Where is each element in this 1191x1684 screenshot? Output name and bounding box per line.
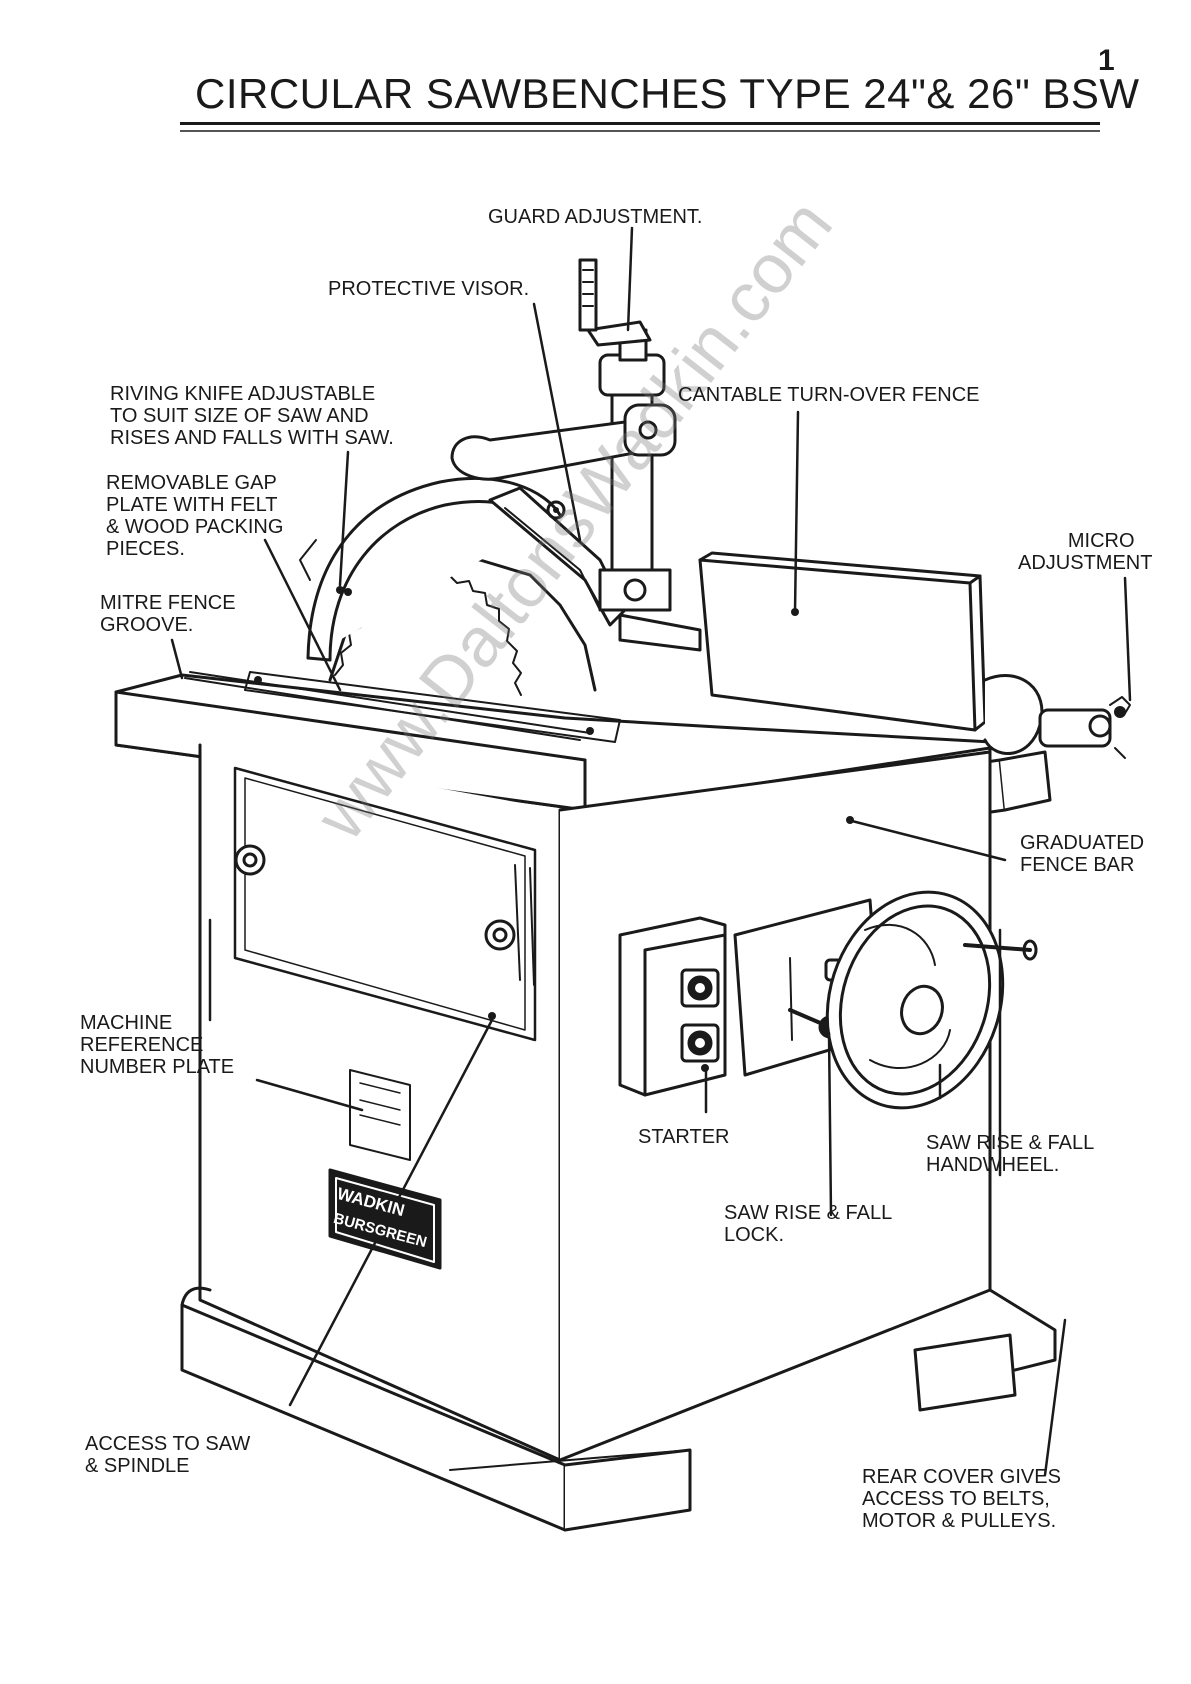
label-handwheel-line-2: HANDWHEEL. xyxy=(926,1154,1060,1176)
label-lock-line-1: SAW RISE & FALL xyxy=(724,1202,893,1224)
label-access-saw-line-1: ACCESS TO SAW xyxy=(85,1433,251,1455)
page-number: 1 xyxy=(1098,44,1115,77)
label-micro-adjustment-line-1: MICRO xyxy=(1067,530,1135,552)
leader-lines xyxy=(170,226,1132,1477)
label-access-saw: ACCESS TO SAW & SPINDLE xyxy=(85,1433,250,1477)
label-riving-knife-line-2: TO SUIT SIZE OF SAW AND xyxy=(110,405,369,427)
label-gap-plate: REMOVABLE GAP PLATE WITH FELT & WOOD PAC… xyxy=(106,472,283,560)
starter-box xyxy=(618,916,727,1097)
label-rear-cover-line-2: ACCESS TO BELTS, xyxy=(862,1488,1050,1510)
label-riving-knife-line-3: RISES AND FALLS WITH SAW. xyxy=(110,427,394,449)
label-mitre-fence-line-1: MITRE FENCE xyxy=(100,592,236,614)
label-lock-line-2: LOCK. xyxy=(724,1224,785,1246)
label-gap-plate-line-1: REMOVABLE GAP xyxy=(106,472,277,494)
label-gap-plate-line-3: & WOOD PACKING xyxy=(106,516,284,538)
label-machine-ref: MACHINE REFERENCE NUMBER PLATE xyxy=(80,1012,234,1078)
label-gap-plate-line-4: PIECES. xyxy=(106,538,185,560)
label-handwheel-line-1: SAW RISE & FALL xyxy=(926,1132,1095,1154)
title-underline-secondary xyxy=(180,130,1100,132)
label-mitre-fence-line-2: GROOVE. xyxy=(100,614,194,636)
label-cantable-fence: CANTABLE TURN-OVER FENCE xyxy=(678,384,980,406)
label-gap-plate-line-2: PLATE WITH FELT xyxy=(106,494,278,516)
label-micro-adjustment: MICRO ADJUSTMENT xyxy=(1018,530,1152,574)
label-rear-cover: REAR COVER GIVES ACCESS TO BELTS, MOTOR … xyxy=(862,1466,1061,1532)
label-rise-fall-lock: SAW RISE & FALL LOCK. xyxy=(724,1202,892,1246)
label-graduated-fence-bar: GRADUATED FENCE BAR xyxy=(1020,832,1144,876)
label-graduated-line-1: GRADUATED xyxy=(1020,832,1145,854)
label-rear-cover-line-1: REAR COVER GIVES xyxy=(862,1466,1061,1488)
label-guard-adjustment: GUARD ADJUSTMENT. xyxy=(488,206,703,228)
label-machine-ref-line-1: MACHINE xyxy=(80,1012,173,1034)
micro-adjustment xyxy=(983,674,1131,759)
cabinet xyxy=(180,743,1057,1532)
label-riving-knife: RIVING KNIFE ADJUSTABLE TO SUIT SIZE OF … xyxy=(110,383,394,449)
logo-plate xyxy=(328,1168,442,1270)
label-machine-ref-line-3: NUMBER PLATE xyxy=(80,1056,235,1078)
label-riving-knife-line-1: RIVING KNIFE ADJUSTABLE xyxy=(110,383,376,405)
title-underline xyxy=(180,122,1100,125)
label-protective-visor: PROTECTIVE VISOR. xyxy=(328,278,530,300)
label-micro-adjustment-line-2: ADJUSTMENT xyxy=(1018,552,1153,574)
label-starter: STARTER xyxy=(638,1126,730,1148)
label-graduated-line-2: FENCE BAR xyxy=(1020,854,1135,876)
handwheel xyxy=(825,890,1038,1110)
page-title: CIRCULAR SAWBENCHES TYPE 24"& 26" BSW xyxy=(195,70,1140,117)
label-machine-ref-line-2: REFERENCE xyxy=(80,1034,204,1056)
label-access-saw-line-2: & SPINDLE xyxy=(85,1455,190,1477)
label-handwheel: SAW RISE & FALL HANDWHEEL. xyxy=(926,1132,1094,1176)
reference-plate xyxy=(349,1069,411,1161)
cantable-fence xyxy=(698,551,987,732)
guard-pillar xyxy=(450,258,702,652)
label-rear-cover-line-3: MOTOR & PULLEYS. xyxy=(862,1510,1057,1532)
label-mitre-fence: MITRE FENCE GROOVE. xyxy=(100,592,236,636)
